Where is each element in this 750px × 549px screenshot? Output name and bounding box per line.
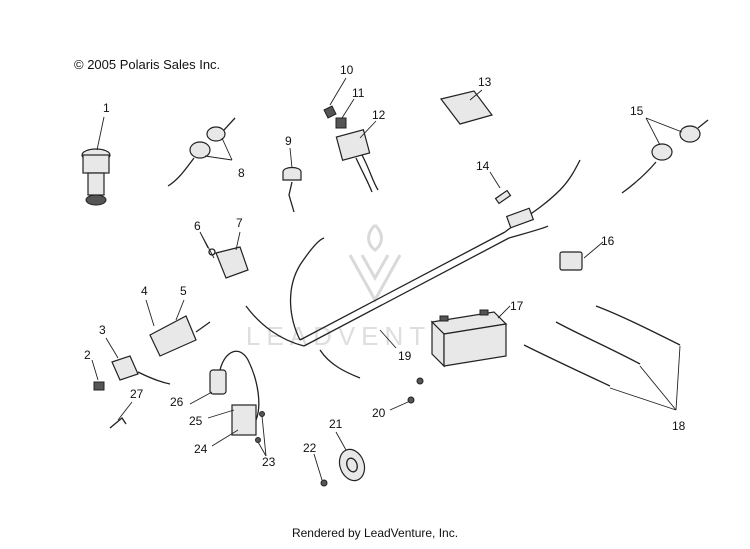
part-2-3-sensor[interactable]: [91, 337, 171, 391]
callout-27: 27: [130, 387, 144, 401]
part-21-22-horn[interactable]: [313, 431, 369, 487]
part-27-bracket[interactable]: [109, 401, 133, 429]
part-1-ignition-switch[interactable]: [81, 116, 111, 206]
callout-13: 13: [478, 75, 492, 89]
callout-5: 5: [180, 284, 187, 298]
callout-10: 10: [340, 63, 354, 77]
part-17-battery[interactable]: [430, 305, 511, 368]
part-12-relay[interactable]: [335, 120, 379, 193]
part-10-11-connectors[interactable]: [323, 77, 355, 129]
part-14-fuse[interactable]: [489, 171, 512, 205]
callout-6: 6: [194, 219, 201, 233]
callout-1: 1: [103, 101, 110, 115]
part-23-26-ignition-coil[interactable]: [189, 350, 267, 457]
callout-23: 23: [262, 455, 276, 469]
callout-26: 26: [170, 395, 184, 409]
callout-12: 12: [372, 108, 386, 122]
part-19-wiring-harness[interactable]: [245, 159, 581, 379]
callout-18: 18: [672, 419, 686, 433]
part-18-straps[interactable]: [523, 305, 681, 411]
callout-9: 9: [285, 134, 292, 148]
part-6-7-module[interactable]: [199, 231, 249, 279]
callout-22: 22: [303, 441, 317, 455]
callout-4: 4: [141, 284, 148, 298]
copyright-notice: © 2005 Polaris Sales Inc.: [74, 57, 221, 72]
callout-21: 21: [329, 417, 343, 431]
callout-7: 7: [236, 216, 243, 230]
callout-2: 2: [84, 348, 91, 362]
part-15-switch[interactable]: [621, 117, 709, 194]
callout-17: 17: [510, 299, 524, 313]
callout-19: 19: [398, 349, 412, 363]
callout-25: 25: [189, 414, 203, 428]
part-8-switch[interactable]: [167, 117, 236, 187]
callout-16: 16: [601, 234, 615, 248]
part-9-bulb[interactable]: [282, 147, 302, 213]
callout-14: 14: [476, 159, 490, 173]
rendered-by-footer: Rendered by LeadVenture, Inc.: [291, 526, 459, 540]
part-20-screws[interactable]: [389, 377, 424, 411]
callout-24: 24: [194, 442, 208, 456]
callout-3: 3: [99, 323, 106, 337]
part-16-relay[interactable]: [559, 241, 604, 271]
callout-11: 11: [352, 86, 365, 100]
callout-8: 8: [238, 166, 245, 180]
callout-15: 15: [630, 104, 644, 118]
callout-labels: 1 2 3 4 5 6 7 8 9 10 11 12 13 14 15 16 1…: [84, 63, 686, 469]
part-13-pad[interactable]: [439, 89, 494, 125]
part-4-5-regulator[interactable]: [145, 299, 211, 357]
callout-20: 20: [372, 406, 386, 420]
